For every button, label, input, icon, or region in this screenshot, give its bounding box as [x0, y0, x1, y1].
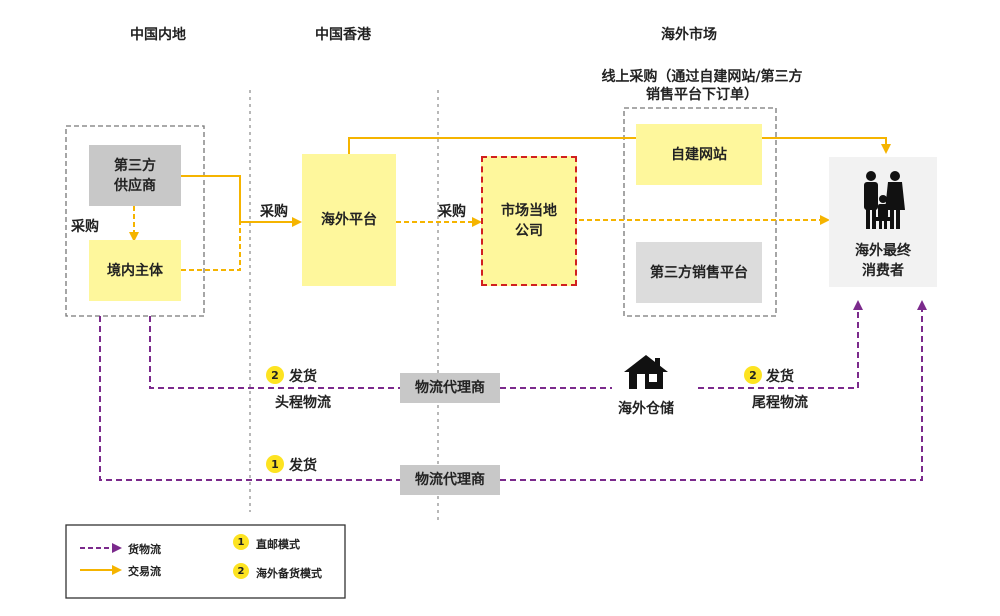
consumer-label: 海外最终 消费者: [855, 243, 911, 279]
purchase-label-platform: 采购: [260, 204, 288, 220]
header-overseas: 海外市场: [661, 27, 717, 43]
legend-goods-flow: 货物流: [128, 543, 161, 556]
legend-direct-mail: 直邮模式: [256, 538, 300, 551]
overseas-platform-box: 海外平台: [302, 154, 396, 286]
warehouse-label: 海外仓储: [618, 401, 674, 417]
own-website-box: 自建网站: [636, 124, 762, 185]
ship-label-1: 发货: [289, 458, 317, 474]
trade-entity-to-platform: [181, 222, 241, 271]
online-group-frame: [623, 107, 777, 317]
trade-supplier-to-platform: [181, 175, 302, 227]
trade-platform-to-consumer: [348, 137, 891, 154]
house-icon: [623, 354, 669, 394]
legend-marker-one: 1: [233, 534, 249, 550]
consumer-box: 海外最终 消费者: [829, 157, 937, 287]
legend-frame: [65, 524, 346, 599]
goods-last-leg: [698, 300, 863, 389]
goods-direct-a: [99, 316, 400, 481]
header-hongkong: 中国香港: [315, 27, 371, 43]
goods-direct-b: [500, 300, 927, 481]
mode-two-marker-right: 2: [744, 366, 762, 384]
purchase-label-company: 采购: [438, 204, 466, 220]
header-mainland: 中国内地: [130, 27, 186, 43]
ship-label-2: 发货: [289, 369, 317, 385]
goods-first-leg-a: [149, 316, 400, 389]
third-party-platform-box: 第三方销售平台: [636, 242, 762, 303]
family-icon: [860, 169, 906, 237]
mode-one-marker: 1: [266, 455, 284, 473]
mode-two-marker: 2: [266, 366, 284, 384]
legend-trade-flow: 交易流: [128, 565, 161, 578]
third-party-supplier-box: 第三方 供应商: [89, 145, 181, 206]
first-leg-label: 头程物流: [275, 395, 331, 411]
online-purchase-note: 线上采购（通过自建网站/第三方 销售平台下订单）: [601, 69, 803, 103]
mainland-group-frame: [65, 125, 205, 317]
ship-label-2-right: 发货: [766, 369, 794, 385]
last-leg-label: 尾程物流: [752, 395, 808, 411]
legend-overseas-stock: 海外备货模式: [256, 567, 322, 580]
logistics-agent-box-2: 物流代理商: [400, 465, 500, 495]
domestic-entity-box: 境内主体: [89, 240, 181, 301]
purchase-label-vertical: 采购: [71, 219, 99, 235]
logistics-agent-box-1: 物流代理商: [400, 373, 500, 403]
local-company-box: 市场当地 公司: [481, 156, 577, 286]
legend-marker-two: 2: [233, 563, 249, 579]
